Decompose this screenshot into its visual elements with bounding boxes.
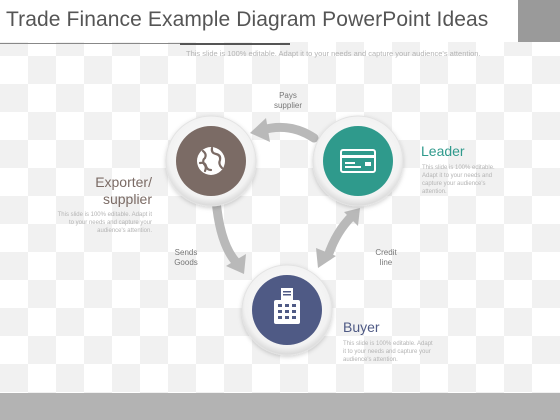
label-credit-line2: line [379,258,393,267]
exporter-desc-line3: audience's attention. [97,228,152,235]
globe-icon [197,146,225,175]
buyer-title: Buyer [343,319,380,335]
leader-desc-line4: attention. [422,189,447,196]
node-buyer[interactable] [241,264,333,356]
label-sends-line1: Sends [174,248,198,257]
page-subtitle: This slide is 100% editable. Adapt it to… [186,49,481,58]
leader-desc-line2: Adapt it to your needs and [422,173,493,180]
exporter-title: Exporter/ supplier [80,174,152,208]
label-pays-supplier: Pays supplier [262,91,314,111]
calculator-icon [274,288,300,324]
leader-title: Leader [421,143,465,159]
buyer-desc-line3: audience's attention. [343,357,398,364]
exporter-title-line1: Exporter/ [95,174,152,190]
title-bar [0,0,518,42]
buyer-desc-line1: This slide is 100% editable. Adapt [343,341,433,347]
exporter-description: This slide is 100% editable. Adapt it to… [40,211,152,235]
title-underline-accent [180,43,290,45]
label-sends-goods: Sends Goods [162,248,210,268]
leader-desc-line1: This slide is 100% editable. [422,165,495,171]
buyer-desc-line2: it to your needs and capture your [343,349,431,356]
exporter-desc-line1: This slide is 100% editable. Adapt it [57,212,152,218]
leader-desc-line3: capture your audience's [422,181,486,188]
node-exporter[interactable] [165,115,257,207]
arrow-credit-line [316,208,360,268]
title-underline [0,43,290,44]
label-credit-line: Credit line [364,248,408,268]
node-leader[interactable] [312,115,404,207]
arrow-pays-supplier [250,118,319,143]
buyer-description: This slide is 100% editable. Adapt it to… [343,340,455,364]
corner-block [518,0,560,42]
leader-description: This slide is 100% editable. Adapt it to… [422,164,512,196]
arrow-sends-goods [211,195,246,274]
label-pays-line2: supplier [273,101,302,110]
label-pays-line1: Pays [279,91,297,100]
exporter-title-line2: supplier [102,190,152,207]
footer-bar [0,393,560,420]
label-sends-line2: Goods [174,258,198,267]
label-credit-line1: Credit [375,248,397,257]
credit-card-icon [340,149,376,173]
page-title: Trade Finance Example Diagram PowerPoint… [6,8,489,31]
exporter-desc-line2: to your needs and capture your [68,220,152,227]
